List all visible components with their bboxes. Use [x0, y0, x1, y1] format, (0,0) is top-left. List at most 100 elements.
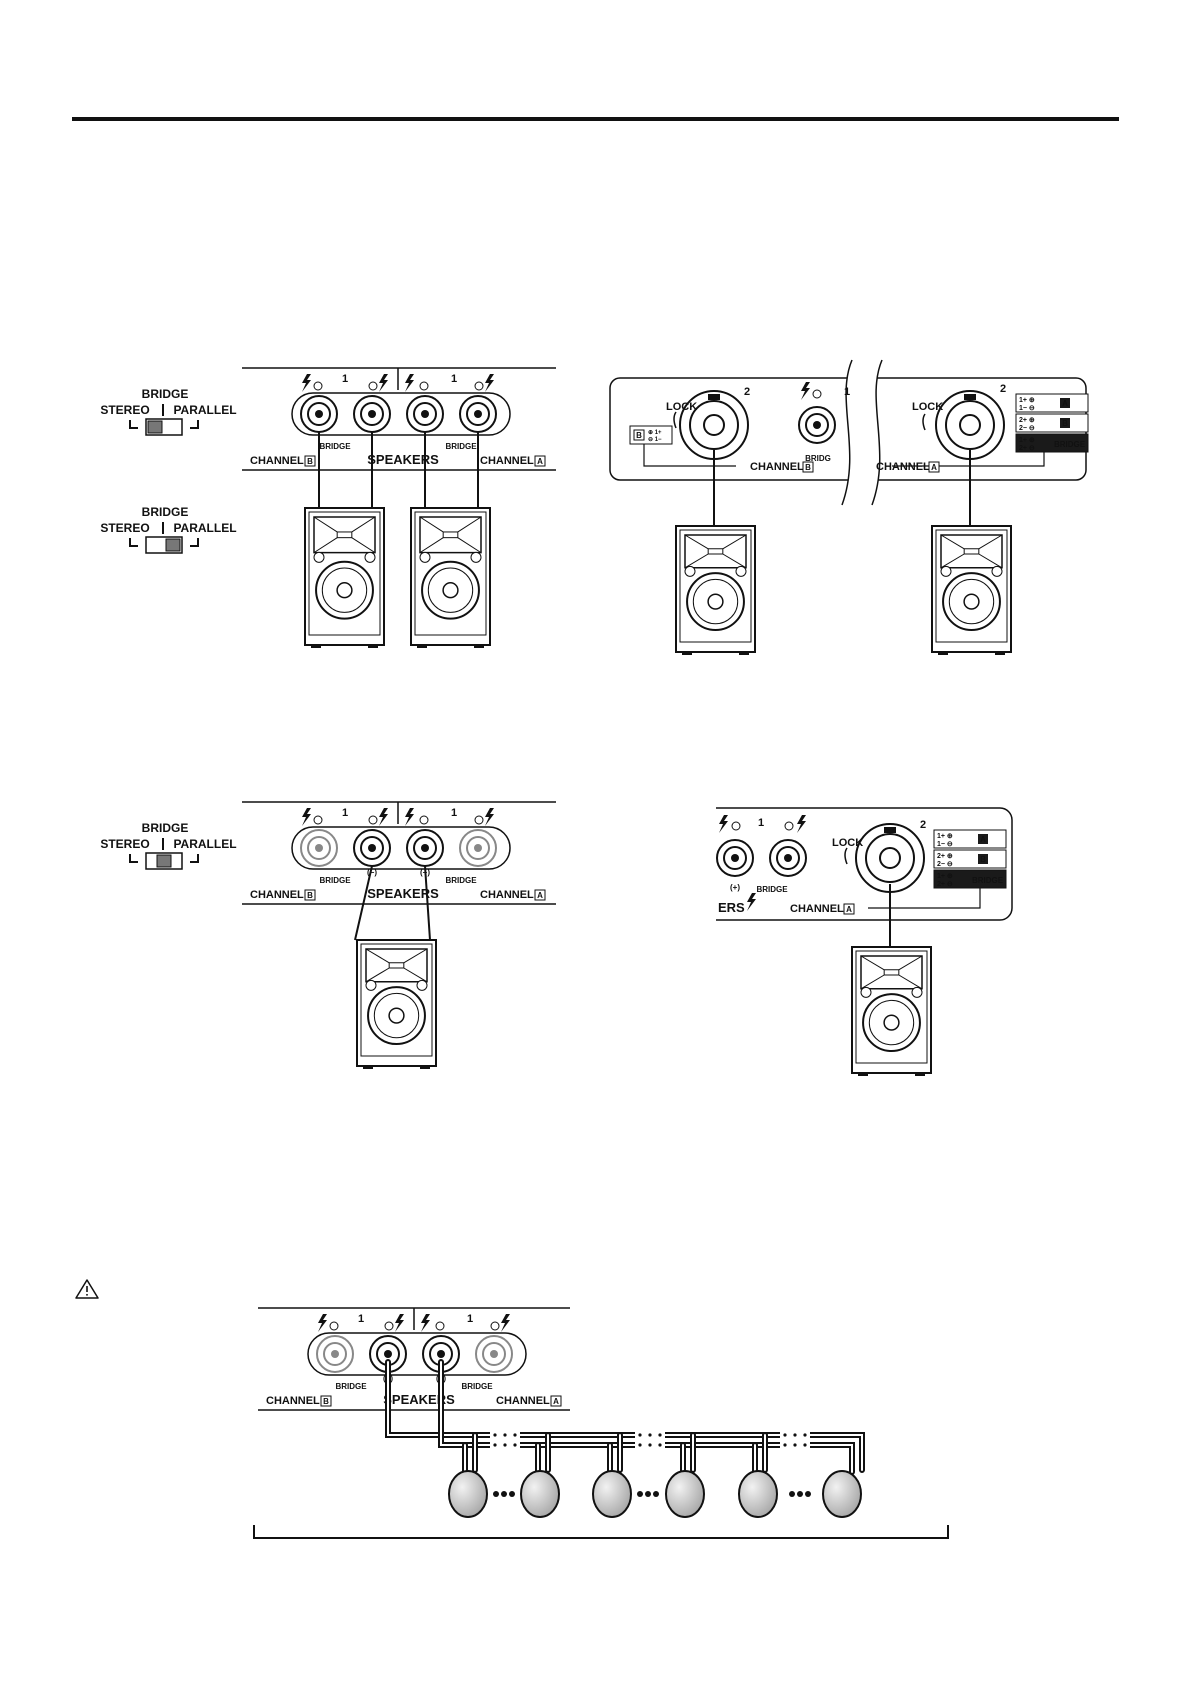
- binding-post: [459, 395, 497, 433]
- minus-circle-icon: [490, 1321, 500, 1331]
- bridge-label: BRIDGE: [335, 1382, 367, 1391]
- high-voltage-icon: [302, 808, 311, 826]
- terminal-number: 2: [744, 386, 750, 398]
- figure-stereo-parallel: BRIDGE STEREO PARALLEL BRIDGE STEREO PAR…: [100, 367, 556, 648]
- minus-circle-icon: [313, 815, 323, 825]
- pin-tag: B: [980, 855, 986, 864]
- minus-circle-icon: [784, 821, 794, 831]
- terminal-number: 1: [467, 1313, 473, 1325]
- high-voltage-icon: [485, 374, 494, 392]
- speakon-connector-b: [679, 390, 749, 460]
- switch-left-label: STEREO: [100, 521, 149, 535]
- speakon-connector: [855, 823, 925, 893]
- pin-legend-row: 1+ ⊕1− ⊖A: [1015, 393, 1089, 413]
- minus-circle-icon: [812, 389, 822, 399]
- terminal-number: 1: [451, 807, 457, 819]
- bridge-switch-center: BRIDGE STEREO PARALLEL: [100, 821, 237, 870]
- amp-rear-panel: 1 1 BRIDGE BRIDGE (−) (+) SPEAKERS CHANN…: [258, 1307, 570, 1411]
- terminal-number: 1: [358, 1313, 364, 1325]
- loudspeaker-icon: [304, 507, 385, 648]
- pin-line: 2+ ⊖: [1019, 445, 1035, 452]
- switch-title: BRIDGE: [142, 821, 189, 835]
- pin-tag: B: [1062, 419, 1068, 428]
- high-voltage-icon: [501, 1314, 510, 1332]
- high-voltage-icon: [379, 808, 388, 826]
- pin-legend-row: 2+ ⊕2− ⊖B: [933, 849, 1007, 869]
- pin-line: 1+ ⊕: [1019, 437, 1035, 444]
- bridge-switch-parallel: BRIDGE STEREO PARALLEL: [100, 505, 237, 554]
- speakers-label: SPEAKERS: [367, 886, 439, 901]
- high-voltage-icon: [485, 808, 494, 826]
- binding-post-unused: [475, 1335, 513, 1373]
- minus-circle-icon: [474, 815, 484, 825]
- ceiling-speaker-icon: [822, 1470, 862, 1518]
- binding-post: [369, 1335, 407, 1373]
- pin-legend-row: 1+ ⊕2+ ⊖BRIDGE: [933, 869, 1007, 889]
- channel-a-label: CHANNEL: [790, 903, 844, 915]
- legend-line: ⊕ 1+: [648, 430, 662, 436]
- plus-paren-label: (+): [730, 883, 740, 892]
- bridge-label: BRIDGE: [445, 876, 477, 885]
- channel-b-label: CHANNEL: [266, 1395, 320, 1407]
- loudspeaker-icon: [931, 525, 1012, 655]
- pin-legend: 1+ ⊕1− ⊖A2+ ⊕2− ⊖B1+ ⊕2+ ⊖BRIDGE: [933, 829, 1007, 889]
- span-bracket: [253, 1525, 949, 1539]
- bridge-label-cut: BRIDG: [805, 454, 831, 463]
- loudspeaker-icon: [675, 525, 756, 655]
- amp-rear-panel: LOCK 2 1 BRIDG B ⊕ 1+ ⊖ 1− CHANNEL B CHA…: [609, 359, 1089, 506]
- switch-knob: [156, 854, 172, 868]
- high-voltage-icon: [405, 374, 414, 392]
- speakers-label: SPEAKERS: [383, 1392, 455, 1407]
- minus-circle-icon: [474, 381, 484, 391]
- high-voltage-icon: [302, 374, 311, 392]
- plus-circle-icon: [368, 381, 378, 391]
- ceiling-speaker-icon: [520, 1470, 560, 1518]
- channel-a-label: CHANNEL: [480, 455, 534, 467]
- binding-post: [716, 839, 754, 877]
- binding-post: [406, 829, 444, 867]
- channel-a-label: CHANNEL: [496, 1395, 550, 1407]
- channel-b-label: CHANNEL: [250, 455, 304, 467]
- plus-circle-icon: [419, 381, 429, 391]
- bridge-label: BRIDGE: [461, 1382, 493, 1391]
- high-voltage-icon: [395, 1314, 404, 1332]
- channel-b-label: CHANNEL: [250, 889, 304, 901]
- terminal-number: 1: [342, 373, 348, 385]
- pin-line: 1− ⊖: [1019, 405, 1035, 412]
- small-pin-legend: B ⊕ 1+ ⊖ 1−: [629, 425, 673, 445]
- channel-a-badge: A: [553, 1397, 559, 1406]
- pin-line: 1+ ⊕: [1019, 397, 1035, 404]
- channel-a-label: CHANNEL: [876, 461, 930, 473]
- loudspeaker-icon: [851, 946, 932, 1076]
- high-voltage-icon: [801, 382, 810, 400]
- pin-legend-row: 2+ ⊕2− ⊖B: [1015, 413, 1089, 433]
- binding-post-unused: [316, 1335, 354, 1373]
- terminal-number: 1: [758, 817, 764, 829]
- channel-b-badge: B: [307, 891, 313, 900]
- ceiling-speaker-icon: [448, 1470, 488, 1518]
- binding-post: [406, 395, 444, 433]
- ceiling-speaker-icon: [738, 1470, 778, 1518]
- pin-tag: A: [980, 835, 986, 844]
- loudspeaker-icon: [410, 507, 491, 648]
- figure-bridge-binding-post: BRIDGE STEREO PARALLEL 1 1: [100, 801, 556, 1069]
- loudspeaker-icon: [356, 939, 437, 1069]
- high-voltage-icon: [421, 1314, 430, 1332]
- figure-speakon-stereo: LOCK 2 1 BRIDG B ⊕ 1+ ⊖ 1− CHANNEL B CHA…: [609, 359, 1089, 655]
- minus-circle-icon: [313, 381, 323, 391]
- binding-post: [353, 395, 391, 433]
- channel-b-label: CHANNEL: [750, 461, 804, 473]
- terminal-number: 2: [1000, 383, 1006, 395]
- ceiling-speaker-icon: [592, 1470, 632, 1518]
- pin-legend-row: 1+ ⊕1− ⊖A: [933, 829, 1007, 849]
- binding-post-unused: [459, 829, 497, 867]
- lock-label: LOCK: [912, 401, 943, 413]
- speaker-cables: [318, 432, 479, 508]
- high-voltage-icon: [318, 1314, 327, 1332]
- channel-b-badge: B: [307, 457, 313, 466]
- amp-rear-panel: 1 1 BRIDGE BRIDGE (−) (+) SPEAKERS CHANN…: [242, 801, 556, 905]
- channel-a-badge: A: [931, 463, 937, 472]
- bridge-label: BRIDGE: [319, 442, 351, 451]
- minus-paren-label: (−): [367, 868, 377, 877]
